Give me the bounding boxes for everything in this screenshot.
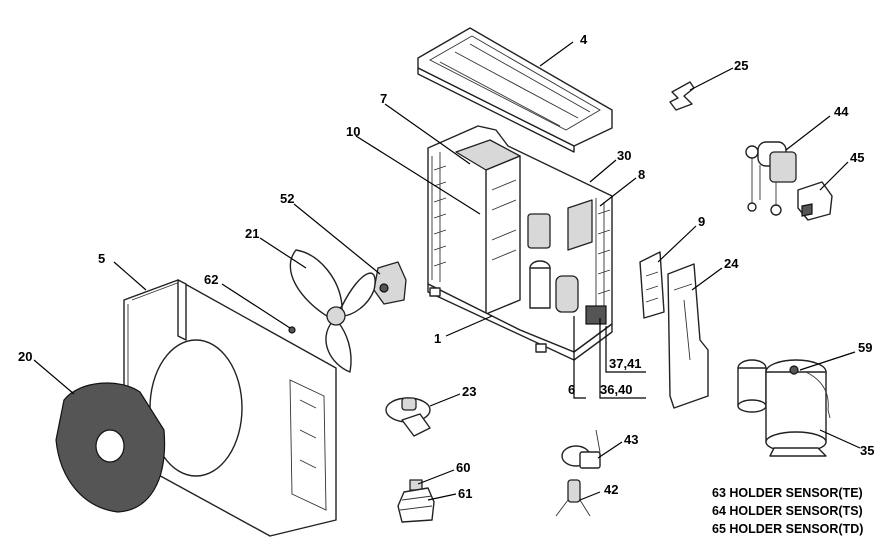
callout-20: 20	[18, 349, 32, 364]
front-panel	[123, 279, 337, 537]
callout-6: 6	[568, 382, 575, 397]
callout-7: 7	[380, 91, 387, 106]
drain-fitting	[385, 397, 431, 437]
callout-62: 62	[204, 272, 218, 287]
top-cover-panel	[417, 27, 613, 153]
rubber-foot	[397, 479, 435, 523]
callout-23: 23	[462, 384, 476, 399]
callout-5: 5	[98, 251, 105, 266]
callout-8: 8	[638, 167, 645, 182]
callout-36-40: 36,40	[600, 382, 633, 397]
leader-lines	[33, 41, 861, 501]
callout-61: 61	[458, 486, 472, 501]
main-chassis	[427, 125, 613, 361]
legend-item-63: 63 HOLDER SENSOR(TE)	[712, 486, 863, 500]
callout-1: 1	[434, 331, 441, 346]
sensor-holder-legend: 63 HOLDER SENSOR(TE) 64 HOLDER SENSOR(TS…	[712, 486, 863, 536]
callout-52: 52	[280, 191, 294, 206]
callout-4: 4	[580, 32, 588, 47]
screw	[288, 326, 296, 334]
legend-item-64: 64 HOLDER SENSOR(TS)	[712, 504, 863, 518]
bracket-clip	[669, 81, 695, 111]
four-way-valve	[745, 141, 797, 216]
callout-45: 45	[850, 150, 864, 165]
callout-labels: 4 25 7 10 30 44 45 8 52 21 9 24 5 62 1 3…	[18, 32, 874, 501]
valve-coil	[797, 181, 833, 221]
compressor	[737, 359, 831, 457]
legend-item-65: 65 HOLDER SENSOR(TD)	[712, 522, 863, 536]
fan-motor	[373, 261, 407, 305]
callout-10: 10	[346, 124, 360, 139]
solenoid-coil	[561, 429, 601, 469]
callout-30: 30	[617, 148, 631, 163]
callout-9: 9	[698, 214, 705, 229]
callout-37-41: 37,41	[609, 356, 642, 371]
callout-24: 24	[724, 256, 739, 271]
callout-59: 59	[858, 340, 872, 355]
callout-44: 44	[834, 104, 849, 119]
side-cover	[667, 263, 709, 409]
callout-35: 35	[860, 443, 874, 458]
small-side-panel	[639, 251, 665, 319]
callout-43: 43	[624, 432, 638, 447]
callout-42: 42	[604, 482, 618, 497]
callout-25: 25	[734, 58, 748, 73]
fan-guard-grille	[55, 382, 166, 513]
callout-60: 60	[456, 460, 470, 475]
callout-21: 21	[245, 226, 259, 241]
expansion-valve	[555, 479, 591, 517]
